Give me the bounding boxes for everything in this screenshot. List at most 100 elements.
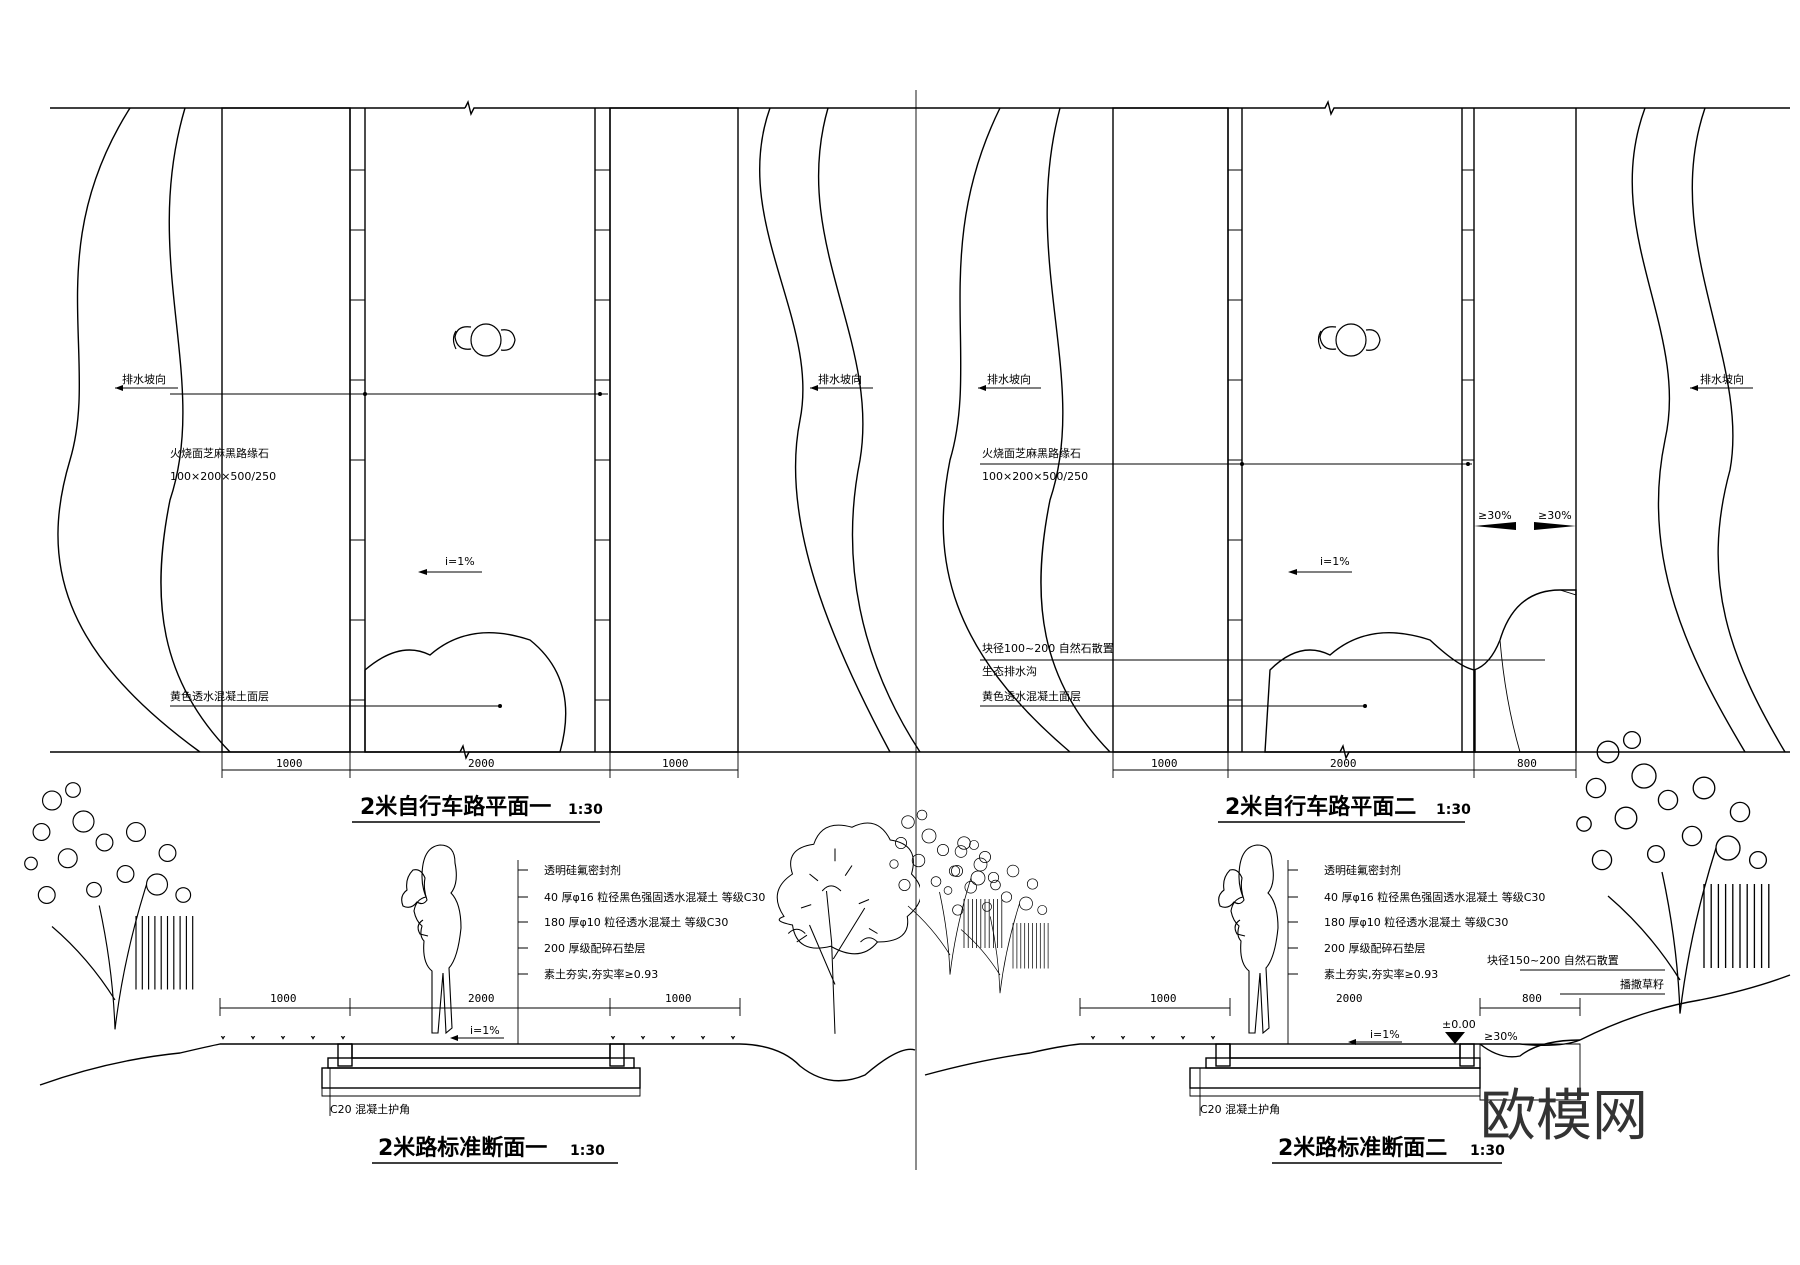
dim-3: 800 (1517, 757, 1537, 770)
drawing-title: 2米路标准断面二 (1278, 1135, 1447, 1161)
drawing-scale: 1:30 (1470, 1143, 1505, 1159)
drain-label-right: 排水坡向 (1700, 372, 1744, 386)
permeable-concrete-patch (364, 632, 567, 753)
shrub-icon (1576, 730, 1770, 1015)
shrub-icon (943, 839, 1049, 994)
watermark-logo: 欧模网 (1480, 1084, 1648, 1149)
drawing-scale: 1:30 (570, 1143, 605, 1159)
section-view-1: 透明硅氟密封剂 40 厚φ16 粒径黑色强固透水混凝土 等级C30 180 厚φ… (24, 782, 1003, 1164)
layer-leaders: 透明硅氟密封剂 40 厚φ16 粒径黑色强固透水混凝土 等级C30 180 厚φ… (1288, 863, 1545, 981)
woman-holding-child-icon (1218, 844, 1279, 1034)
grade-label-b: ≥30% (1538, 509, 1572, 522)
dim-2: 2000 (468, 992, 495, 1005)
layer-5: 素土夯实,夯实率≥0.93 (1324, 967, 1438, 981)
drawing-scale: 1:30 (1436, 802, 1471, 818)
elevation-marker-icon (1445, 1032, 1465, 1044)
planting-strip-left (221, 107, 351, 753)
slope-label: i=1% (1320, 555, 1350, 568)
drain-label-left: 排水坡向 (987, 372, 1031, 386)
dim-2: 2000 (1336, 992, 1363, 1005)
curb-size: 100×200×500/250 (170, 470, 276, 483)
dim-1: 1000 (1150, 992, 1177, 1005)
dim-2: 2000 (468, 757, 495, 770)
drain-label-right: 排水坡向 (818, 372, 862, 386)
dim-3: 1000 (662, 757, 689, 770)
grass-icon (610, 1036, 740, 1044)
natural-stone-placement (1499, 589, 1577, 753)
curb-size: 100×200×500/250 (982, 470, 1088, 483)
corner-note: C20 混凝土护角 (1200, 1102, 1280, 1116)
drawing-scale: 1:30 (568, 802, 603, 818)
gravel-layer (1189, 1067, 1481, 1089)
ground-line (39, 1043, 916, 1086)
dim-2: 2000 (1330, 757, 1357, 770)
curb-stone (337, 1043, 353, 1067)
bicycle-rider-icon (1317, 323, 1381, 357)
grade-label-a: ≥30% (1478, 509, 1512, 522)
dimension-line: 1000 2000 1000 (221, 752, 739, 778)
woman-holding-child-icon (401, 844, 462, 1034)
base-layer (327, 1057, 635, 1069)
slope-label: i=1% (470, 1024, 500, 1037)
grass-seed-label: 播撒草籽 (1620, 977, 1664, 991)
layer-4: 200 厚级配碎石垫层 (544, 941, 646, 955)
curb-stone (1459, 1043, 1475, 1067)
curb-stone (1215, 1043, 1231, 1067)
permeable-concrete-patch (1264, 632, 1476, 753)
layer-leaders: 透明硅氟密封剂 40 厚φ16 粒径黑色强固透水混凝土 等级C30 180 厚φ… (518, 863, 765, 981)
dimension-line: 1000 2000 800 (1079, 992, 1581, 1016)
stone-label: 块径150~200 自然石散置 (1487, 953, 1619, 967)
grass-icon (1080, 1036, 1230, 1044)
planting-strip-left (1112, 107, 1229, 753)
plan-view-1: 排水坡向 排水坡向 火烧面芝麻黑路缘石 100×200×500/250 i=1%… (50, 99, 921, 823)
curb-name: 火烧面芝麻黑路缘石 (982, 446, 1081, 460)
layer-1: 透明硅氟密封剂 (1324, 863, 1401, 877)
layer-2: 40 厚φ16 粒径黑色强固透水混凝土 等级C30 (1324, 890, 1545, 904)
layer-5: 素土夯实,夯实率≥0.93 (544, 967, 658, 981)
bicycle-rider-icon (452, 323, 516, 357)
dimension-line: 1000 2000 800 (1112, 752, 1577, 778)
surface-label: 黄色透水混凝土面层 (170, 689, 269, 703)
section-view-2: 透明硅氟密封剂 40 厚φ16 粒径黑色强固透水混凝土 等级C30 180 厚φ… (924, 730, 1791, 1164)
shrub-icon (889, 809, 1003, 976)
layer-3: 180 厚φ10 粒径透水混凝土 等级C30 (1324, 915, 1508, 929)
plan-view-2: 排水坡向 排水坡向 火烧面芝麻黑路缘石 100×200×500/250 ≥30%… (918, 99, 1790, 823)
layer-3: 180 厚φ10 粒径透水混凝土 等级C30 (544, 915, 728, 929)
dim-1: 1000 (1151, 757, 1178, 770)
corner-note: C20 混凝土护角 (330, 1102, 410, 1116)
drawing-title: 2米路标准断面一 (378, 1135, 547, 1161)
curb-name: 火烧面芝麻黑路缘石 (170, 446, 269, 460)
lawn-edge-curve (942, 107, 1071, 753)
stone-label: 块径100~200 自然石散置 (982, 641, 1114, 655)
drawing-title: 2米自行车路平面一 (360, 794, 551, 820)
tree-icon (776, 822, 920, 1035)
eco-drain-ditch (1473, 589, 1577, 753)
slope-label: i=1% (445, 555, 475, 568)
dim-3: 1000 (665, 992, 692, 1005)
slope-label: i=1% (1370, 1028, 1400, 1041)
drawing-title: 2米自行车路平面二 (1225, 794, 1416, 820)
shrub-icon (24, 782, 194, 1031)
lawn-edge-curve (57, 107, 201, 753)
gravel-layer (321, 1067, 641, 1089)
planting-strip-right (609, 107, 739, 753)
layer-4: 200 厚级配碎石垫层 (1324, 941, 1426, 955)
base-layer (1205, 1057, 1481, 1069)
grade-label: ≥30% (1484, 1030, 1518, 1043)
dim-1: 1000 (270, 992, 297, 1005)
grass-icon (220, 1036, 350, 1044)
curb-stone (609, 1043, 625, 1067)
dim-1: 1000 (276, 757, 303, 770)
elevation-label: ±0.00 (1442, 1018, 1476, 1031)
surface-layer (351, 1043, 611, 1059)
dim-3: 800 (1522, 992, 1542, 1005)
dimension-line: 1000 2000 1000 (219, 992, 741, 1016)
layer-1: 透明硅氟密封剂 (544, 863, 621, 877)
eco-ditch-label: 生态排水沟 (982, 664, 1037, 678)
ground-line (924, 974, 1791, 1076)
surface-label: 黄色透水混凝土面层 (982, 689, 1081, 703)
drain-label-left: 排水坡向 (122, 372, 166, 386)
layer-2: 40 厚φ16 粒径黑色强固透水混凝土 等级C30 (544, 890, 765, 904)
surface-layer (1229, 1043, 1461, 1059)
